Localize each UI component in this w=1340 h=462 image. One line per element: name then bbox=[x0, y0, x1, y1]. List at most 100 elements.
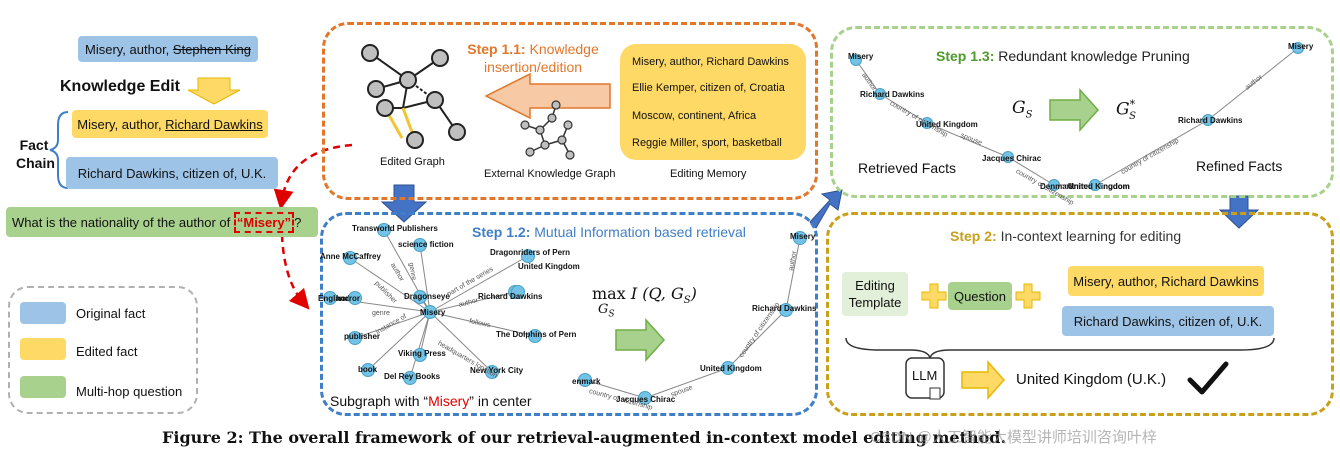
viking-label: Viking Press bbox=[398, 349, 446, 358]
mi-formula: max I (Q, GS) bbox=[592, 284, 697, 307]
legend-multihop: Multi-hop question bbox=[76, 384, 183, 399]
refined-facts-label: Refined Facts bbox=[1196, 158, 1283, 174]
prune-right-2-label: United Kingdom bbox=[1068, 182, 1130, 191]
delrey-label: Del Rey Books bbox=[384, 372, 441, 381]
step12-panel bbox=[320, 212, 818, 416]
prune-left-1-node bbox=[874, 88, 886, 100]
prune-left-2-label: United Kingdom bbox=[916, 120, 978, 129]
path-0-label: Misery bbox=[790, 232, 816, 241]
memory-item-1: Ellie Kemper, citizen of, Croatia bbox=[632, 82, 785, 94]
subgraph-caption: Subgraph with “Misery” in center bbox=[330, 393, 532, 409]
prune-right-2-node bbox=[1089, 179, 1101, 191]
legend-original-swatch bbox=[20, 302, 66, 324]
delrey-node bbox=[403, 371, 417, 385]
multihop-question: What is the nationality of the author of… bbox=[6, 207, 318, 237]
step11-title: Step 1.1: Knowledge insertion/edition bbox=[467, 41, 599, 75]
fact-chain-label: Fact Chain bbox=[16, 137, 55, 171]
memory-item-0: Misery, author, Richard Dawkins bbox=[632, 56, 789, 68]
england-label: England bbox=[318, 294, 350, 303]
sub-dawkins-node bbox=[511, 285, 525, 299]
retrieval-path-edges bbox=[584, 237, 801, 399]
publisher-node bbox=[348, 331, 362, 345]
sub-misery-label: Misery bbox=[420, 308, 446, 317]
prune-right-0-label: Misery bbox=[1288, 42, 1314, 51]
retrieved-facts-label: Retrieved Facts bbox=[858, 160, 957, 176]
memory-item-2: Moscow, continent, Africa bbox=[632, 110, 757, 122]
prune-left-3-label: Jacques Chirac bbox=[982, 154, 1042, 163]
publisher-label: publisher bbox=[344, 332, 381, 341]
prune-left-3-node bbox=[1002, 151, 1014, 163]
diag-arrow bbox=[809, 189, 843, 229]
original-fact: Misery, author, Stephen King bbox=[78, 36, 258, 62]
knowledge-edit-label: Knowledge Edit bbox=[60, 78, 180, 95]
path-3-label: Jacques Chirac bbox=[616, 395, 676, 404]
prune-left-1-label: Richard Dawkins bbox=[860, 90, 925, 99]
orig-fact-struck: Stephen King bbox=[172, 41, 251, 57]
prune-left-0-node bbox=[850, 54, 862, 66]
dolphins-label: The Dolphins of Pern bbox=[496, 330, 577, 339]
path-2-node bbox=[721, 361, 735, 375]
editing-template: Editing Template bbox=[842, 272, 908, 316]
step2-title: Step 2: In-context learning for editing bbox=[950, 228, 1182, 244]
nyc-node bbox=[485, 365, 499, 379]
dragonseye-label: Dragonseye bbox=[404, 292, 450, 301]
book-node bbox=[361, 363, 375, 377]
chain-fact: Richard Dawkins, citizen of, U.K. bbox=[66, 157, 278, 189]
answer-label: United Kingdom (U.K.) bbox=[1016, 371, 1167, 388]
path-4-node bbox=[578, 373, 592, 387]
sub-misery-node bbox=[423, 305, 437, 319]
prune-left-4-label: Denmark bbox=[1040, 182, 1075, 191]
path-3-node bbox=[638, 391, 652, 405]
dragonseye-node bbox=[413, 290, 427, 304]
question-text: What is the nationality of the author of bbox=[12, 214, 234, 230]
check-icon bbox=[1187, 361, 1229, 395]
editing-memory-box bbox=[620, 44, 806, 160]
prune-left-2-node bbox=[921, 117, 933, 129]
horror-node bbox=[348, 291, 362, 305]
book-label: book bbox=[358, 365, 378, 374]
legend-original: Original fact bbox=[76, 306, 146, 321]
path-0-node bbox=[793, 231, 807, 245]
question-suffix: ? bbox=[294, 214, 302, 230]
prune-right-1-label: Richard Dawkins bbox=[1178, 116, 1243, 125]
mi-formula-under: GS bbox=[598, 302, 615, 320]
pruning-right-edges bbox=[1094, 47, 1299, 186]
insertion-arrow bbox=[484, 72, 611, 120]
watermark: CSDN @人工智能大模型讲师培训咨询叶梓 bbox=[870, 429, 1157, 446]
prune-right-0-node bbox=[1292, 42, 1304, 54]
step12-title: Step 1.2: Mutual Information based retri… bbox=[472, 224, 746, 240]
path-2-label: United Kingdom bbox=[700, 364, 762, 373]
figure-caption: Figure 2: The overall framework of our r… bbox=[162, 428, 1007, 447]
memory-item-3: Reggie Miller, sport, basketball bbox=[632, 137, 782, 149]
dragonriders-label: Dragonriders of Pern bbox=[490, 248, 571, 257]
external-kg-label: External Knowledge Graph bbox=[484, 168, 616, 180]
edited-fact-text: Misery, author, bbox=[77, 116, 166, 132]
legend-edited-swatch bbox=[20, 338, 66, 360]
legend-panel bbox=[8, 286, 198, 414]
knowledge-edit-arrow bbox=[187, 77, 241, 105]
sub-uk-label: United Kingdom bbox=[518, 262, 580, 271]
sub-dawkins-label: Richard Dawkins bbox=[478, 292, 543, 301]
red-arrow-to-question bbox=[273, 143, 353, 210]
prune-left-4-node bbox=[1048, 179, 1060, 191]
anne-mccaffrey-label: Anne McCaffrey bbox=[320, 252, 381, 261]
plus-signs bbox=[921, 283, 1041, 309]
edited-fact-underlined: Richard Dawkins bbox=[165, 116, 263, 132]
prune-right-1-node bbox=[1202, 114, 1214, 126]
path-4-label: enmark bbox=[572, 377, 601, 386]
edited-graph-label: Edited Graph bbox=[380, 156, 445, 168]
transworld-node bbox=[377, 223, 391, 237]
science-fiction-label: science fiction bbox=[398, 240, 454, 249]
red-arrow-to-subgraph bbox=[280, 234, 310, 310]
gs-star-label: G*S bbox=[1116, 98, 1136, 123]
science-fiction-node bbox=[413, 238, 427, 252]
path-1-label: Richard Dawkins bbox=[752, 304, 817, 313]
dolphins-node bbox=[528, 329, 542, 343]
orig-fact-text: Misery, author, bbox=[85, 41, 173, 57]
sub-edge-genre2: genre bbox=[372, 310, 390, 317]
legend-multihop-swatch bbox=[20, 376, 66, 398]
step13-panel bbox=[830, 26, 1334, 198]
answer-arrow bbox=[961, 360, 1006, 400]
horror-label: horror bbox=[336, 294, 360, 303]
